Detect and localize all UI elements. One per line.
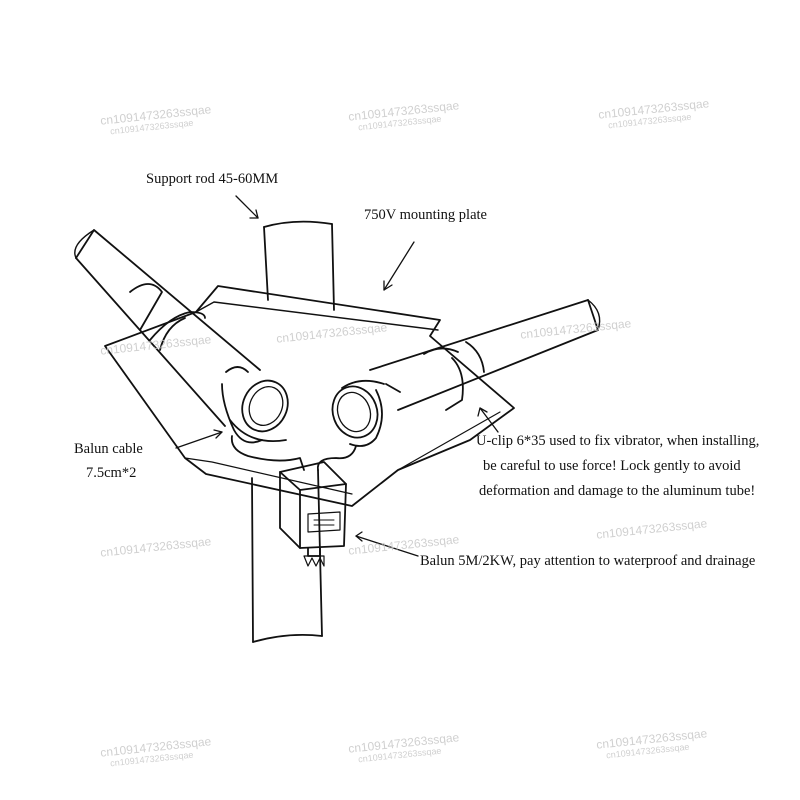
mounting-plate — [104, 285, 515, 507]
right-tube — [331, 299, 601, 439]
balun-cables — [230, 435, 357, 471]
left-tube — [74, 229, 289, 433]
u-clip-right-outer — [423, 341, 485, 411]
annotation-arrows — [175, 195, 499, 557]
u-clip-right-inner — [341, 379, 401, 447]
mounting-plate-label: 750V mounting plate — [364, 207, 487, 223]
balun-cable-length-label: 7.5cm*2 — [86, 465, 137, 481]
balun-cable-label: Balun cable — [74, 441, 143, 457]
u-clip-label-line2: be careful to use force! Lock gently to … — [483, 458, 741, 474]
u-clip-label-line1: U-clip 6*35 used to fix vibrator, when i… — [476, 433, 760, 449]
balun-box — [279, 461, 347, 567]
support-rod-label: Support rod 45-60MM — [146, 171, 279, 187]
u-clip-left-inner — [221, 366, 287, 444]
balun-label: Balun 5M/2KW, pay attention to waterproo… — [420, 553, 756, 569]
u-clip-left-outer — [129, 283, 206, 351]
u-clip-label-line3: deformation and damage to the aluminum t… — [479, 483, 756, 499]
